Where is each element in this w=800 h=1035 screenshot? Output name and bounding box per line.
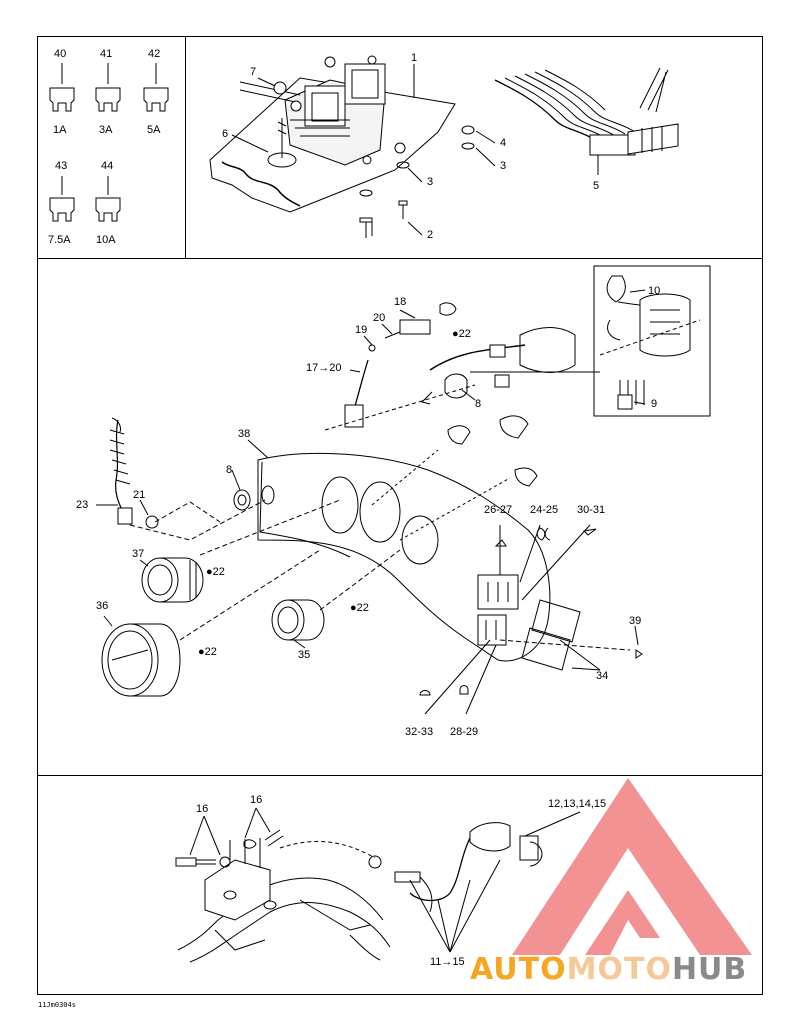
lamp-parts [109, 417, 251, 529]
guide-lines-middle [129, 499, 631, 651]
fuse-number-43: 43 [55, 160, 68, 172]
watermark-auto: AUTO [470, 952, 567, 987]
fuse-icon-42 [143, 63, 169, 112]
fuse-rating-42: 5A [147, 124, 161, 136]
fuse-icon-44 [95, 176, 121, 222]
gauge-36 [101, 623, 181, 697]
callout-11-15: 11→15 [430, 956, 465, 968]
drawing-reference: 11Jm0304s [38, 1001, 76, 1009]
instrument-panel [257, 415, 581, 671]
fuse-number-44: 44 [101, 160, 114, 172]
callout-35: 35 [298, 649, 311, 661]
fuse-number-42: 42 [148, 48, 161, 60]
leader-lines-middle [96, 289, 646, 715]
fuse-box-assembly [209, 55, 475, 238]
callout-20: 20 [373, 312, 386, 324]
callout-22d: ●22 [350, 602, 369, 614]
callout-24-25: 24-25 [530, 504, 559, 516]
callout-8b: 8 [226, 464, 233, 476]
section-divider-top [37, 258, 763, 259]
callout-3a: 3 [500, 160, 507, 172]
fuse-number-40: 40 [54, 48, 67, 60]
callout-7: 7 [250, 66, 257, 78]
callout-1: 1 [411, 52, 418, 64]
callout-22c: ●22 [198, 646, 217, 658]
callout-36: 36 [96, 600, 109, 612]
section-divider-bottom [37, 775, 763, 776]
callout-39: 39 [629, 615, 642, 627]
inset-guide-line [599, 319, 701, 356]
callout-18: 18 [394, 296, 407, 308]
callout-22a: ●22 [452, 328, 471, 340]
fuse-rating-44: 10A [96, 234, 116, 246]
callout-30-31: 30-31 [577, 504, 606, 516]
callout-19: 19 [355, 324, 368, 336]
callout-5: 5 [593, 180, 600, 192]
watermark-moto: MOTO [566, 952, 672, 987]
callout-26-27: 26-27 [484, 504, 513, 516]
fuse-rating-43: 7.5A [48, 234, 71, 246]
callout-12-15: 12,13,14,15 [548, 798, 607, 810]
callout-21: 21 [133, 489, 146, 501]
switch-parts-18-20 [324, 302, 476, 431]
callout-22b: ●22 [206, 566, 225, 578]
frame-assembly [177, 838, 391, 963]
fuse-rating-40: 1A [53, 124, 67, 136]
fuse-rating-41: 3A [99, 124, 113, 136]
bolts-16 [175, 829, 284, 868]
sensor-12-15 [279, 822, 543, 913]
callout-28-29: 28-29 [450, 726, 479, 738]
diagram-frame [37, 36, 763, 995]
watermark-logo [512, 778, 752, 955]
callout-23: 23 [76, 499, 89, 511]
callout-10: 10 [648, 285, 661, 297]
fuse-box-divider-vertical [185, 36, 186, 258]
callout-34: 34 [596, 670, 609, 682]
gauge-37 [141, 557, 204, 603]
watermark-hub: HUB [671, 952, 748, 987]
callout-16a: 16 [196, 803, 209, 815]
callout-2: 2 [427, 229, 434, 241]
callout-16b: 16 [250, 794, 263, 806]
callout-8a: 8 [475, 398, 482, 410]
callout-17-20: 17→20 [306, 362, 342, 374]
key-switch-harness [421, 327, 600, 405]
callout-32-33: 32-33 [405, 726, 434, 738]
callout-38: 38 [238, 428, 251, 440]
fuse-icon-41 [95, 63, 121, 112]
callout-6: 6 [222, 128, 229, 140]
fuse-number-41: 41 [100, 48, 113, 60]
fuse-icon-43 [49, 176, 75, 222]
small-parts-middle [419, 527, 643, 696]
wiring-harness [494, 67, 679, 156]
leader-lines-bottom [189, 807, 581, 953]
callout-4: 4 [500, 137, 507, 149]
connector-inset [606, 275, 691, 410]
callout-37: 37 [132, 548, 145, 560]
watermark-text: AUTOMOTOHUB [470, 952, 747, 987]
fuse-icon-40 [49, 63, 75, 112]
gauge-35 [271, 599, 325, 641]
callout-3b: 3 [427, 176, 434, 188]
callout-9: 9 [651, 398, 658, 410]
inset-box [593, 265, 711, 417]
